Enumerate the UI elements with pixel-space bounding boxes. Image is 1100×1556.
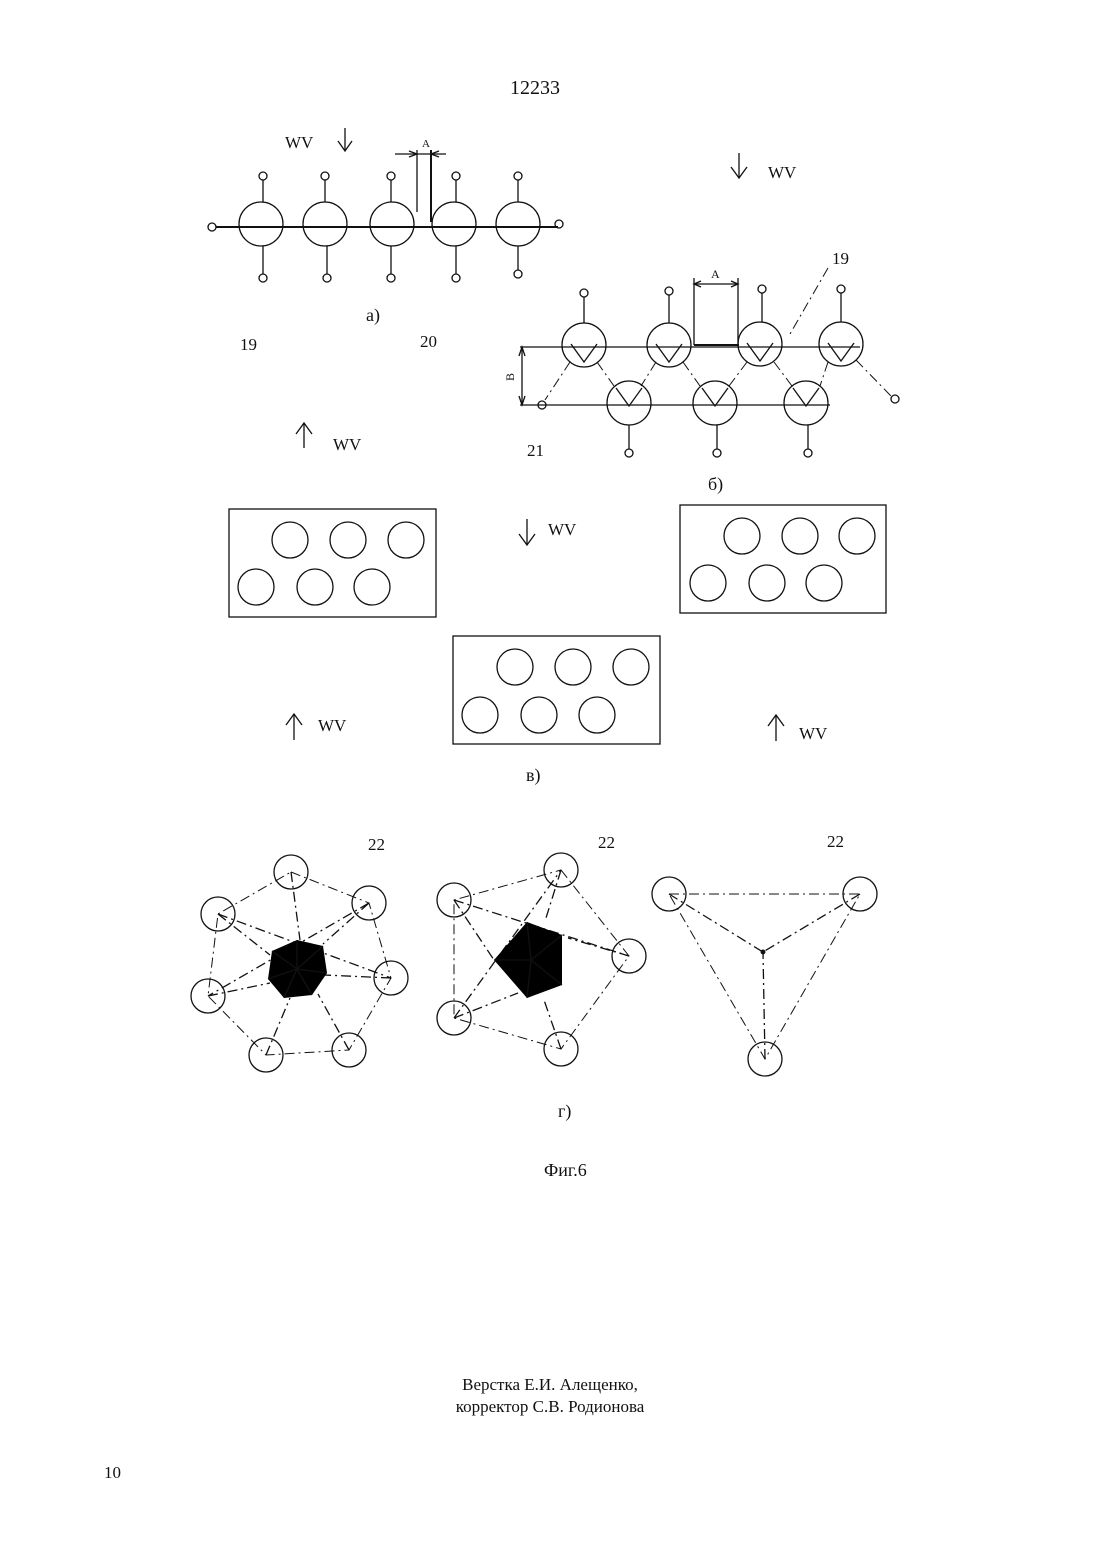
wind-arrow-down-icon <box>338 128 352 151</box>
diagram-v <box>229 505 886 744</box>
panel-right <box>680 505 886 613</box>
diagram-a <box>208 128 747 282</box>
wind-arrow-up-icon <box>768 715 784 741</box>
diagram-b <box>296 268 899 457</box>
wind-arrow-up-icon <box>296 423 312 448</box>
panel-left <box>229 509 436 617</box>
wind-arrow-down-icon <box>519 519 535 545</box>
wind-arrow-down-icon <box>731 153 747 178</box>
panel-bottom <box>453 636 660 744</box>
wind-arrow-up-icon <box>286 714 302 740</box>
diagram-g <box>191 853 877 1076</box>
